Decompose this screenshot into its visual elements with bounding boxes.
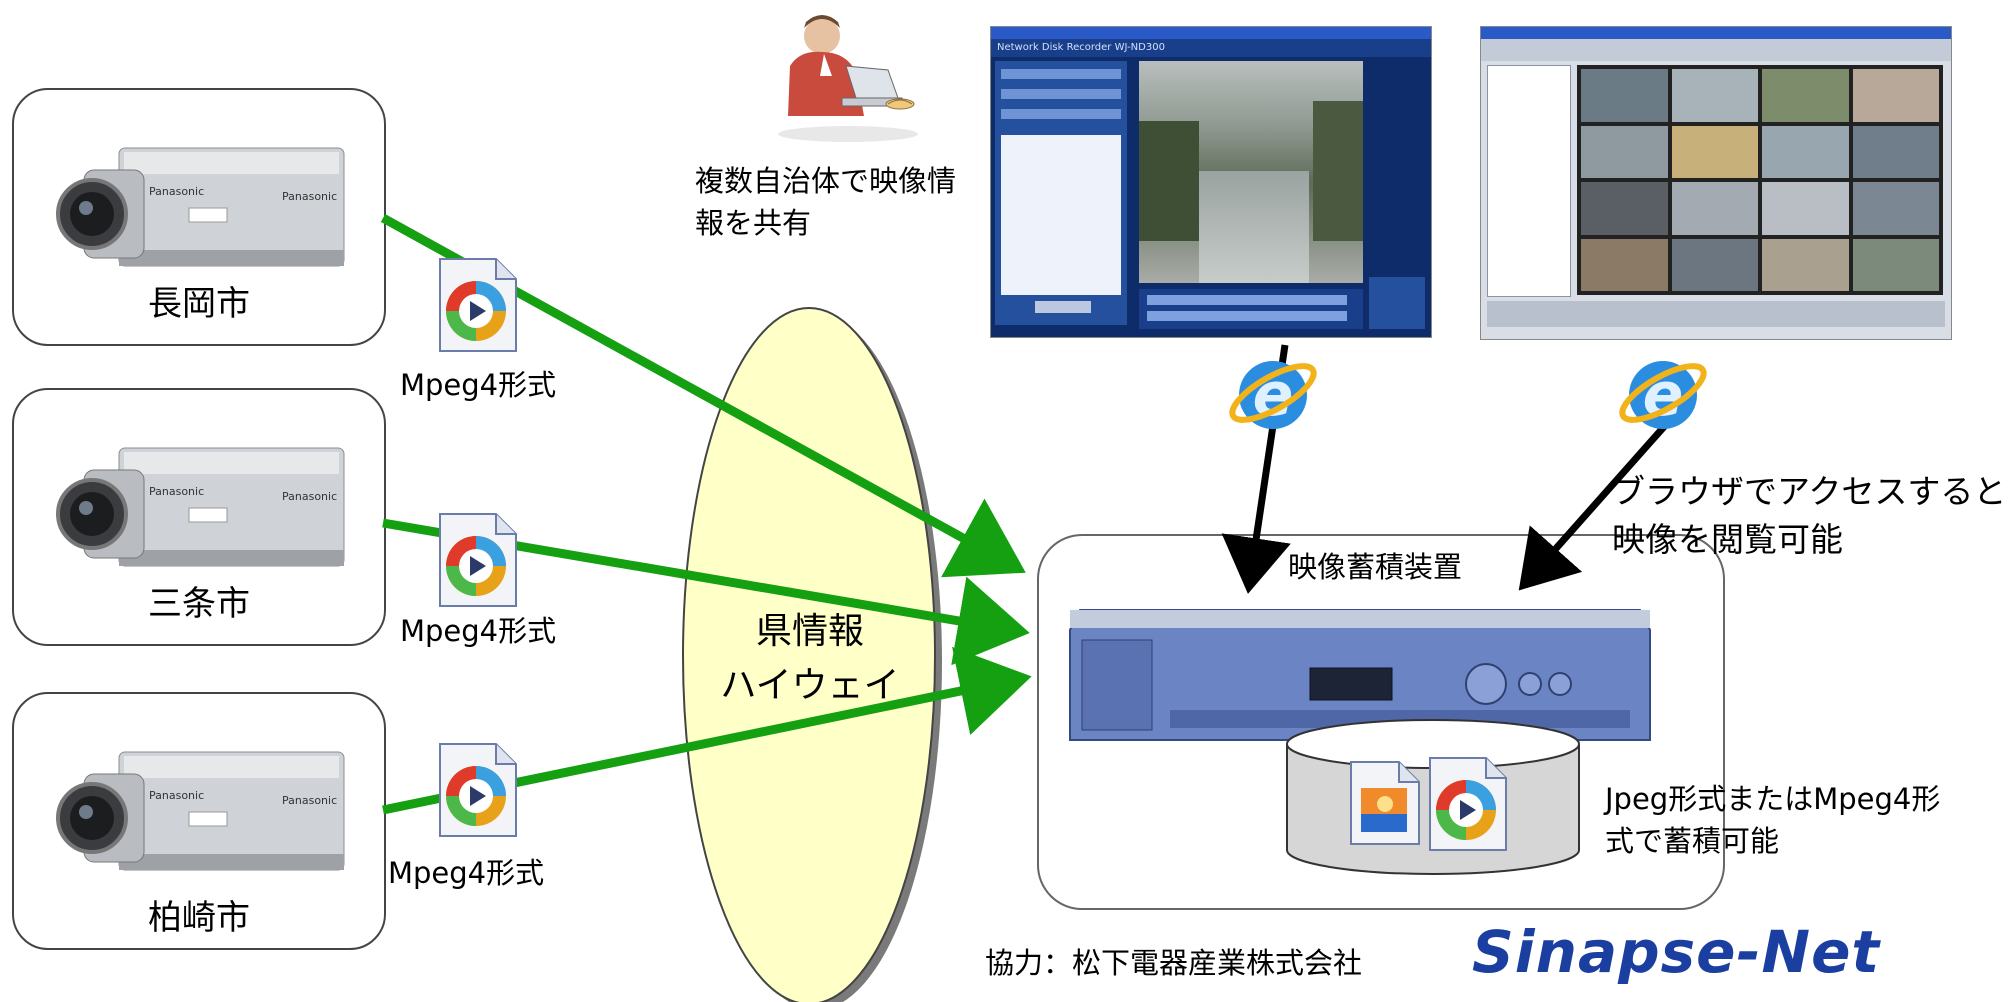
format-label: Mpeg4形式 (400, 614, 557, 648)
svg-text:Panasonic: Panasonic (282, 794, 337, 807)
media-file-icon (439, 743, 517, 837)
multiview-titlebar (1481, 27, 1951, 39)
multiview-screen (1480, 26, 1952, 340)
camera-icon: Panasonic Panasonic (56, 147, 345, 267)
city-label: 長岡市 (148, 284, 250, 324)
media-file-icon (1429, 757, 1507, 851)
internet-explorer-icon: e (1229, 360, 1317, 430)
svg-text:Panasonic: Panasonic (149, 789, 204, 802)
multiview-camera-list (1487, 65, 1571, 297)
recorder-controls (1139, 289, 1363, 329)
recorder-titlebar (991, 27, 1431, 39)
share-text: 複数自治体で映像情 報を共有 (695, 160, 956, 244)
camera-icon: Panasonic Panasonic (56, 751, 345, 871)
network-label: 県情報 ハイウェイ (690, 605, 930, 713)
city-label: 三条市 (148, 584, 250, 624)
recorder-title: Network Disk Recorder WJ-ND300 (997, 42, 1165, 53)
media-file-icon (439, 258, 517, 352)
browser-access-line1: ブラウザでアクセスすると (1612, 472, 2007, 511)
share-text-line2: 報を共有 (695, 206, 812, 241)
camera-box-nagaoka: Panasonic Panasonic 長岡市 (12, 88, 386, 346)
svg-text:Panasonic: Panasonic (149, 185, 204, 198)
user-at-laptop-icon (778, 15, 918, 142)
network-label-line1: 県情報 (755, 611, 864, 652)
credit-text: 協力：松下電器産業株式会社 (985, 946, 1363, 980)
svg-text:Panasonic: Panasonic (149, 485, 204, 498)
recorder-header: Network Disk Recorder WJ-ND300 (991, 39, 1431, 57)
camera-icon: Panasonic Panasonic (56, 447, 345, 567)
sinapse-net-logo: Sinapse-Net (1472, 918, 1881, 986)
city-label: 柏崎市 (148, 898, 250, 938)
multiview-toolbar (1481, 39, 1951, 61)
camera-box-kashiwazaki: Panasonic Panasonic 柏崎市 (12, 692, 386, 950)
format-label: Mpeg4形式 (400, 368, 557, 402)
storage-note-line2: 式で蓄積可能 (1605, 824, 1780, 859)
image-file-icon (1350, 761, 1420, 845)
media-file-icon (439, 513, 517, 607)
network-label-line2: ハイウェイ (720, 665, 900, 706)
storage-note: Jpeg形式またはMpeg4形 式で蓄積可能 (1605, 778, 1940, 862)
svg-text:Panasonic: Panasonic (282, 190, 337, 203)
format-label: Mpeg4形式 (388, 856, 545, 890)
arrow-browser-right (1518, 417, 1673, 591)
recorder-side-panel (995, 61, 1127, 325)
recorder-screen: Network Disk Recorder WJ-ND300 (990, 26, 1432, 338)
recorder-video (1139, 61, 1363, 283)
storage-note-line1: Jpeg形式またはMpeg4形 (1605, 782, 1941, 816)
share-text-line1: 複数自治体で映像情 (695, 164, 957, 198)
internet-explorer-icon: e (1619, 360, 1707, 430)
browser-access-line2: 映像を閲覧可能 (1612, 519, 1843, 559)
recorder-device-icon (1069, 609, 1651, 741)
svg-text:Panasonic: Panasonic (282, 490, 337, 503)
multiview-grid (1577, 65, 1943, 295)
multiview-controls (1487, 301, 1945, 327)
recorder-right-panel (1369, 277, 1425, 329)
browser-access-text: ブラウザでアクセスすると 映像を閲覧可能 (1612, 468, 2006, 564)
camera-box-sanjo: Panasonic Panasonic 三条市 (12, 388, 386, 646)
storage-title: 映像蓄積装置 (1288, 550, 1463, 584)
network-ellipse (682, 307, 936, 1002)
